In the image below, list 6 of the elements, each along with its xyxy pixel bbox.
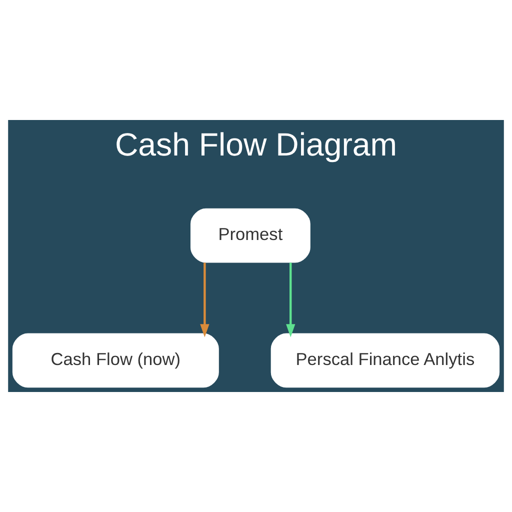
- node-box: Cash Flow (now): [12, 333, 219, 388]
- diagram-title: Cash Flow Diagram: [114, 126, 398, 163]
- node-box: Perscal Finance Anlytis: [270, 333, 500, 388]
- arrow: [286, 262, 296, 338]
- arrow: [200, 262, 210, 338]
- node-box: Promest: [190, 208, 310, 263]
